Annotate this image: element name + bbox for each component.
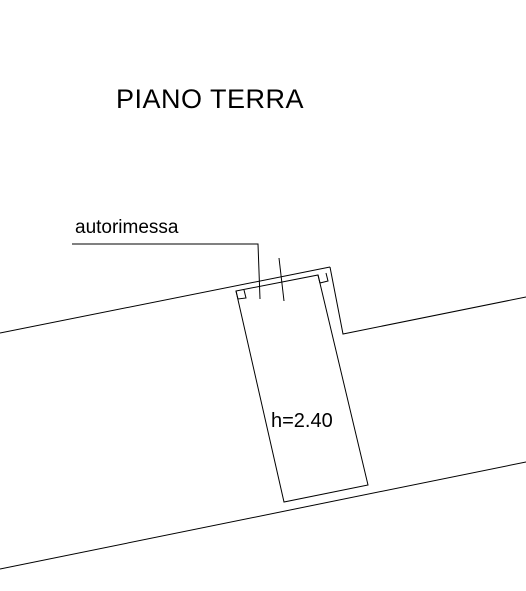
page-title: PIANO TERRA — [116, 84, 305, 114]
label-leader — [72, 243, 261, 300]
garage-outline — [235, 274, 369, 503]
upper-wall-step — [329, 266, 526, 335]
room-label: autorimessa — [75, 217, 179, 238]
garage-notch-right — [317, 272, 329, 284]
leader-tick — [278, 257, 285, 302]
room-height-label: h=2.40 — [271, 410, 333, 432]
upper-wall-left — [0, 266, 331, 334]
garage-notch-left — [235, 289, 247, 300]
lower-wall — [0, 461, 526, 570]
